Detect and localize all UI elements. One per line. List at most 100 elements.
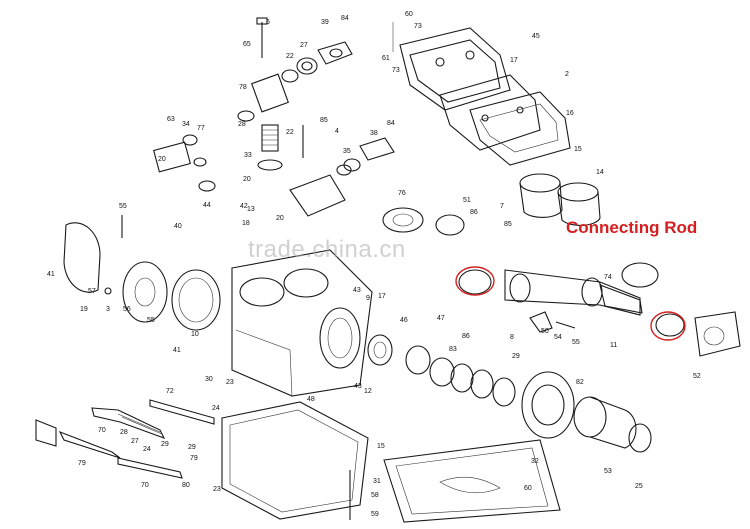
part-number-label: 70 bbox=[98, 427, 106, 434]
part-number-label: 22 bbox=[286, 53, 294, 60]
part-number-label: 17 bbox=[510, 57, 518, 64]
part-number-label: 9 bbox=[366, 295, 370, 302]
part-number-label: 15 bbox=[377, 443, 385, 450]
bearing-seal-row bbox=[367, 334, 652, 453]
part-number-label: 27 bbox=[131, 438, 139, 445]
end-covers bbox=[63, 215, 221, 331]
part-number-label: 44 bbox=[203, 202, 211, 209]
connecting-rod-highlights bbox=[455, 266, 686, 341]
part-number-label: 79 bbox=[78, 460, 86, 467]
part-number-label: 31 bbox=[373, 478, 381, 485]
crankshaft-assembly bbox=[382, 207, 741, 357]
part-number-label: 14 bbox=[596, 169, 604, 176]
part-number-label: 74 bbox=[604, 274, 612, 281]
part-number-label: 23 bbox=[213, 486, 221, 493]
part-number-label: 85 bbox=[504, 221, 512, 228]
part-number-label: 23 bbox=[226, 379, 234, 386]
part-number-label: 15 bbox=[574, 146, 582, 153]
part-number-label: 85 bbox=[320, 117, 328, 124]
part-number-label: 38 bbox=[370, 130, 378, 137]
part-number-label: 45 bbox=[532, 33, 540, 40]
part-number-label: 60 bbox=[524, 485, 532, 492]
part-number-label: 28 bbox=[120, 429, 128, 436]
part-number-label: 46 bbox=[400, 317, 408, 324]
part-number-label: 55 bbox=[147, 317, 155, 324]
watermark-text: trade.china.cn bbox=[248, 236, 406, 263]
part-number-label: 47 bbox=[437, 315, 445, 322]
part-number-label: 20 bbox=[243, 176, 251, 183]
part-number-label: 84 bbox=[387, 120, 395, 127]
part-number-label: 57 bbox=[88, 288, 96, 295]
part-number-label: 73 bbox=[414, 23, 422, 30]
part-number-label: 82 bbox=[576, 379, 584, 386]
part-number-label: 29 bbox=[188, 444, 196, 451]
part-number-label: 10 bbox=[191, 331, 199, 338]
upper-valve-assembly bbox=[237, 17, 353, 171]
part-number-label: 3 bbox=[106, 306, 110, 313]
part-number-label: 34 bbox=[182, 121, 190, 128]
part-number-label: 55 bbox=[572, 339, 580, 346]
part-number-label: 56 bbox=[123, 306, 131, 313]
connecting-rod-annotation: Connecting Rod bbox=[566, 218, 698, 237]
part-number-label: 79 bbox=[190, 455, 198, 462]
part-number-labels: 6552227398460736173451721678286334773320… bbox=[47, 11, 701, 518]
cylinder-head-stack bbox=[392, 22, 601, 226]
part-number-label: 28 bbox=[238, 121, 246, 128]
part-number-label: 22 bbox=[286, 129, 294, 136]
part-number-label: 41 bbox=[173, 347, 181, 354]
part-number-label: 25 bbox=[635, 483, 643, 490]
part-number-label: 8 bbox=[510, 334, 514, 341]
part-number-label: 13 bbox=[247, 206, 255, 213]
part-number-label: 58 bbox=[371, 492, 379, 499]
part-number-label: 27 bbox=[300, 42, 308, 49]
part-number-label: 35 bbox=[343, 148, 351, 155]
part-number-label: 86 bbox=[462, 333, 470, 340]
part-number-label: 55 bbox=[119, 203, 127, 210]
part-number-label: 52 bbox=[693, 373, 701, 380]
part-number-label: 60 bbox=[405, 11, 413, 18]
part-number-label: 29 bbox=[161, 441, 169, 448]
part-number-label: 54 bbox=[554, 334, 562, 341]
part-number-label: 53 bbox=[604, 468, 612, 475]
part-number-label: 59 bbox=[371, 511, 379, 518]
part-number-label: 20 bbox=[276, 215, 284, 222]
part-number-label: 63 bbox=[167, 116, 175, 123]
part-number-label: 50 bbox=[541, 328, 549, 335]
part-number-label: 24 bbox=[143, 446, 151, 453]
part-number-label: 43 bbox=[354, 383, 362, 390]
oil-pan-assembly bbox=[35, 399, 561, 523]
part-number-label: 43 bbox=[353, 287, 361, 294]
part-number-label: 77 bbox=[197, 125, 205, 132]
part-number-label: 24 bbox=[212, 405, 220, 412]
part-number-label: 20 bbox=[158, 156, 166, 163]
part-number-label: 61 bbox=[382, 55, 390, 62]
part-number-label: 2 bbox=[565, 71, 569, 78]
part-number-label: 78 bbox=[239, 84, 247, 91]
part-number-label: 4 bbox=[335, 128, 339, 135]
highlight-circle-right bbox=[650, 311, 686, 341]
lower-valve-assembly bbox=[153, 134, 395, 217]
part-number-label: 11 bbox=[610, 342, 617, 349]
part-number-label: 19 bbox=[80, 306, 88, 313]
part-number-label: 32 bbox=[531, 458, 539, 465]
part-number-label: 7 bbox=[500, 203, 504, 210]
part-number-label: 12 bbox=[364, 388, 372, 395]
part-number-label: 5 bbox=[266, 19, 270, 26]
part-number-label: 80 bbox=[182, 482, 190, 489]
part-number-label: 41 bbox=[47, 271, 55, 278]
part-number-label: 17 bbox=[378, 293, 386, 300]
part-number-label: 51 bbox=[463, 197, 471, 204]
part-number-label: 29 bbox=[512, 353, 520, 360]
part-number-label: 39 bbox=[321, 19, 329, 26]
part-number-label: 73 bbox=[392, 67, 400, 74]
part-number-label: 33 bbox=[244, 152, 252, 159]
part-number-label: 48 bbox=[307, 396, 315, 403]
part-number-label: 42 bbox=[240, 203, 248, 210]
part-number-label: 40 bbox=[174, 223, 182, 230]
part-number-label: 86 bbox=[470, 209, 478, 216]
part-number-label: 72 bbox=[166, 388, 174, 395]
crankcase-body bbox=[231, 249, 373, 397]
highlight-circle-left bbox=[455, 266, 495, 296]
